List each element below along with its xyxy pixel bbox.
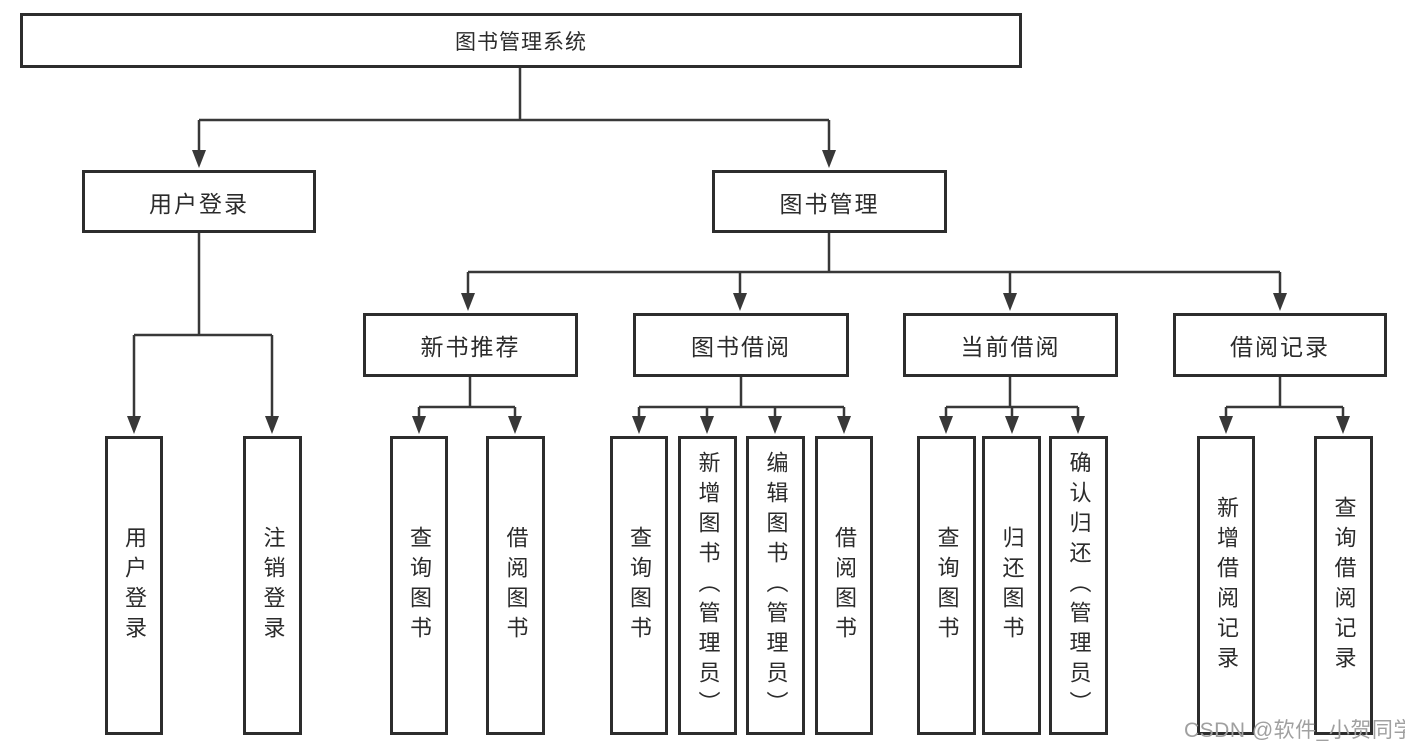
connector-user-login-branch [132,233,274,418]
csdn-watermark: CSDN @软件_小贺同学 [1184,719,1405,742]
leaf-current-return: 归还图书 [982,436,1041,735]
leaf-borrowing-add-admin: 新增图书（管理员） [678,436,737,735]
node-new-book-recommend: 新书推荐 [363,313,578,377]
leaf-borrowing-edit-admin: 编辑图书（管理员） [746,436,805,735]
leaf-current-confirm-admin: 确认归还（管理员） [1049,436,1108,735]
connector-current-branch [944,377,1080,418]
leaf-newbooks-borrow: 借阅图书 [486,436,545,735]
leaf-borrowing-query: 查询图书 [610,436,668,735]
leaf-records-add: 新增借阅记录 [1197,436,1255,735]
connector-borrowing-branch [637,377,846,418]
leaf-user-login: 用户登录 [105,436,163,735]
connector-records-branch [1224,377,1345,418]
leaf-borrowing-borrow: 借阅图书 [815,436,873,735]
connector-book-mgmt-branch [466,233,1282,295]
leaf-records-query: 查询借阅记录 [1314,436,1373,735]
node-root-library-system: 图书管理系统 [20,13,1022,68]
node-book-management: 图书管理 [712,170,947,233]
connector-paths [132,68,1345,418]
leaf-logout: 注销登录 [243,436,302,735]
node-current-borrowing: 当前借阅 [903,313,1118,377]
leaf-current-query: 查询图书 [917,436,976,735]
node-user-login-group: 用户登录 [82,170,316,233]
leaf-newbooks-query: 查询图书 [390,436,448,735]
node-borrow-records: 借阅记录 [1173,313,1387,377]
connector-new-books-branch [417,377,517,418]
node-book-borrowing: 图书借阅 [633,313,849,377]
connector-root-branch [197,68,831,152]
